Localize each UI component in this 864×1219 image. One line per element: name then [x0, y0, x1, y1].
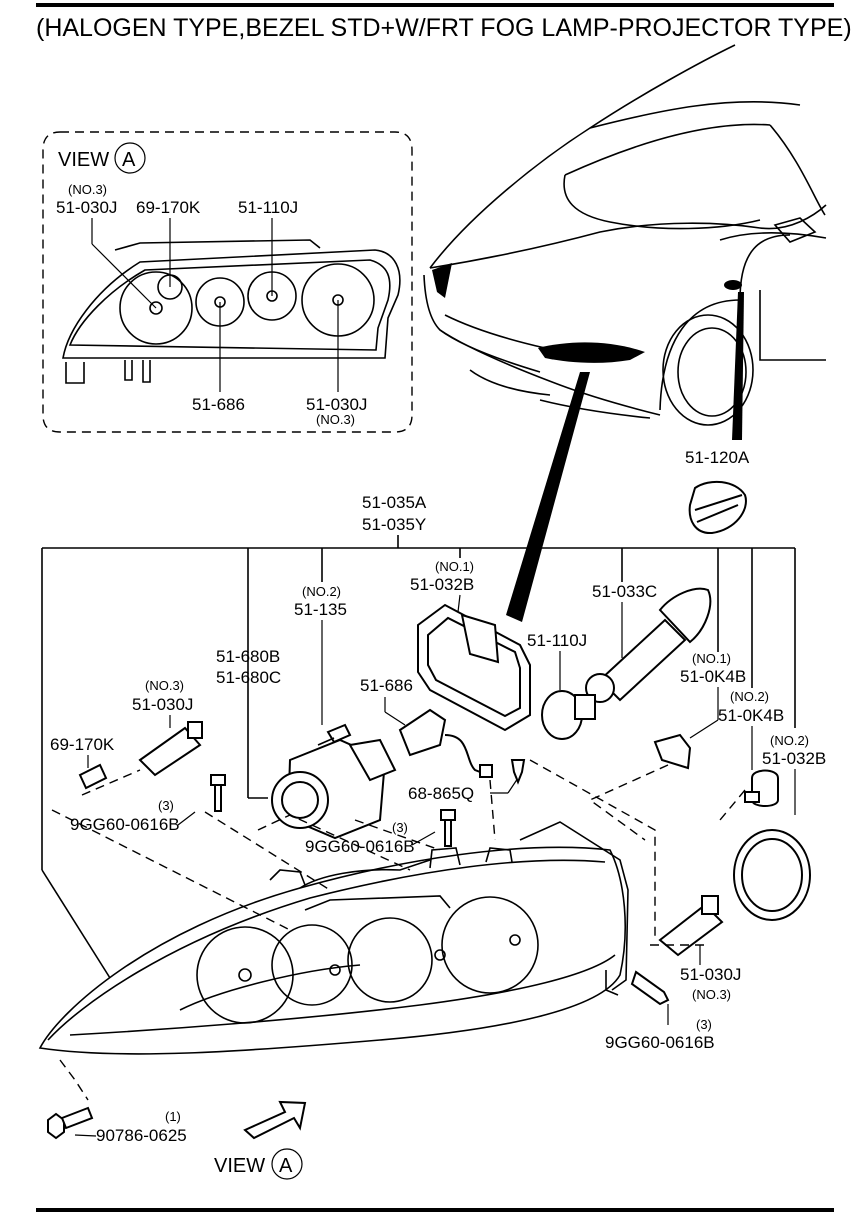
screw-number: 90786-0625: [96, 1126, 187, 1145]
view-letter: A: [279, 1155, 293, 1177]
bulb-110j-number: 51-110J: [527, 631, 587, 650]
view-a-indicator: VIEW A: [214, 1100, 307, 1180]
bolts: (3) 9GG60-0616B (3) 9GG60-0616B (3) 9GG6…: [70, 774, 715, 1052]
screw-qty: (1): [165, 1109, 181, 1124]
car-leader-arrow: [506, 372, 590, 622]
assembly-bracket: 51-035A 51-035Y: [41, 493, 796, 979]
bulb-51-110j: 51-110J: [527, 631, 596, 740]
car-illustration: [423, 44, 827, 426]
clip-number: 68-865Q: [408, 784, 474, 803]
left-bulbs: (NO.3) 51-030J 69-170K: [50, 678, 203, 790]
right-bulb: 51-030J (NO.3): [658, 895, 741, 1002]
inset-part3-number: 51-110J: [238, 198, 298, 217]
socket-135-number: 51-135: [294, 600, 347, 619]
low-beam-housing: (NO.1) 51-032B: [410, 559, 531, 732]
tube-033c-number: 51-033C: [592, 582, 657, 601]
screw-90786: (1) 90786-0625: [47, 1106, 187, 1145]
inset-part5-qty: (NO.3): [316, 412, 355, 427]
bolt-left-number: 9GG60-0616B: [70, 815, 180, 834]
bulb-51-686: 51-686: [360, 676, 493, 778]
bulb-686-number: 51-686: [360, 676, 413, 695]
inset-part1-number: 51-030J: [56, 198, 117, 217]
headlamp-assy-number-2: 51-035Y: [362, 515, 426, 534]
low-bulb-number: 51-032B: [410, 575, 474, 594]
bulb-030j-right-number: 51-030J: [680, 965, 741, 984]
bolt-left-qty: (3): [158, 798, 174, 813]
bulb-170k-number: 69-170K: [50, 735, 115, 754]
headlamp-unit: [38, 821, 629, 1055]
socket-0k4b-2-number: 51-0K4B: [718, 706, 784, 725]
inset-part2-number: 69-170K: [136, 198, 201, 217]
inset-view-label: VIEW: [58, 149, 109, 171]
fog-projector: 51-680B 51-680C: [216, 647, 397, 840]
low-bulb-qty: (NO.1): [435, 559, 474, 574]
projector-number-2: 51-680C: [216, 668, 281, 687]
inset-view-letter: A: [122, 149, 136, 171]
socket-51-135: (NO.2) 51-135: [294, 584, 352, 746]
bolt-right-number: 9GG60-0616B: [605, 1033, 715, 1052]
bulb-030j-right-qty: (NO.3): [692, 987, 731, 1002]
inset-part4-number: 51-686: [192, 395, 245, 414]
clip-68-865q: 68-865Q: [408, 759, 526, 803]
assembly-dash-lines: [51, 759, 746, 1101]
socket-0k4b-2-qty: (NO.2): [730, 689, 769, 704]
inset-part5-number: 51-030J: [306, 395, 367, 414]
cap-032b-number: 51-032B: [762, 749, 826, 768]
turn-signal-lamp: 51-120A: [685, 448, 750, 535]
cap-032b-qty: (NO.2): [770, 733, 809, 748]
headlamp-assy-number-1: 51-035A: [362, 493, 427, 512]
socket-0k4b-1-number: 51-0K4B: [680, 667, 746, 686]
bolt-right-qty: (3): [696, 1017, 712, 1032]
bolt-center-qty: (3): [392, 820, 408, 835]
sockets-0k4b: (NO.1) 51-0K4B (NO.2) 51-0K4B: [653, 651, 784, 807]
signal-leader: [732, 292, 744, 440]
hid-tube: 51-033C: [585, 582, 712, 703]
inset-part1-qty: (NO.3): [68, 182, 107, 197]
inset-view-a: VIEW A (NO.3) 51-030J 69-170K 51-110J 51…: [42, 131, 413, 433]
diagram-title: (HALOGEN TYPE,BEZEL STD+W/FRT FOG LAMP-P…: [36, 14, 852, 42]
socket-0k4b-1-qty: (NO.1): [692, 651, 731, 666]
bulb-030j-left-qty: (NO.3): [145, 678, 184, 693]
bulb-030j-left-number: 51-030J: [132, 695, 193, 714]
turn-signal-number: 51-120A: [685, 448, 750, 467]
cap-51-032b: (NO.2) 51-032B: [733, 733, 826, 921]
view-label: VIEW: [214, 1155, 265, 1177]
socket-135-qty: (NO.2): [302, 584, 341, 599]
projector-number-1: 51-680B: [216, 647, 280, 666]
